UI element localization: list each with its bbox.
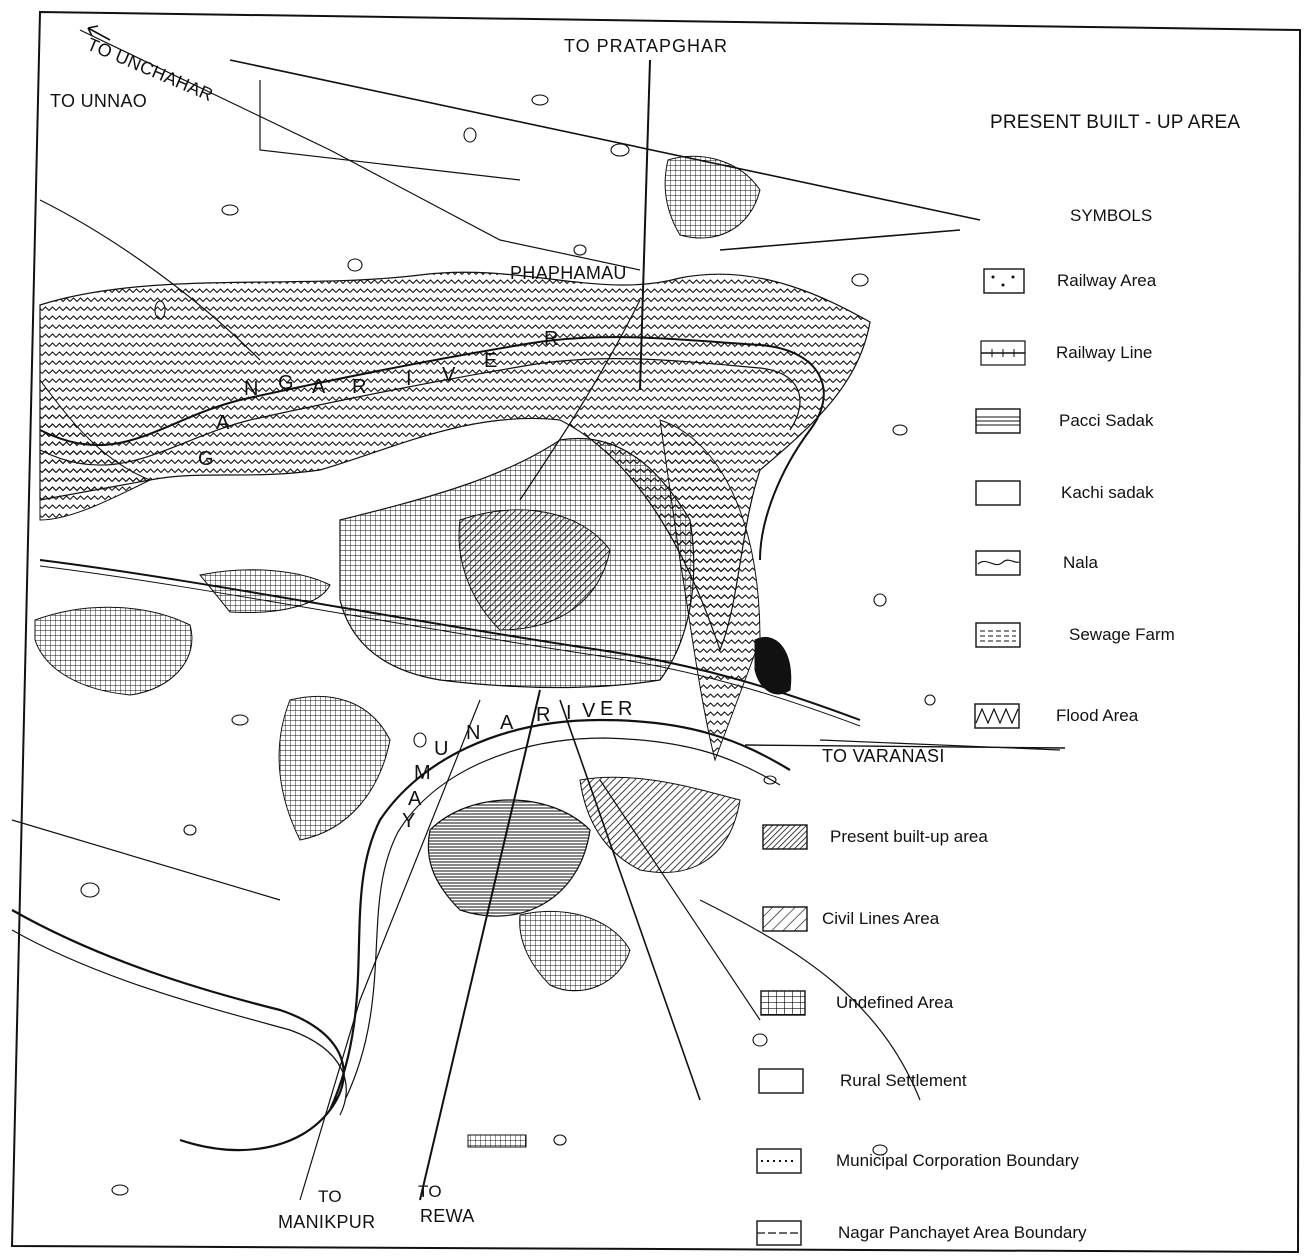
west-settlement bbox=[34, 606, 193, 696]
label-to-rewa-to: TO bbox=[418, 1182, 442, 1201]
naini-grid bbox=[519, 910, 631, 992]
legend-label: Nagar Panchayet Area Boundary bbox=[838, 1223, 1087, 1242]
yamuna-letter: A bbox=[500, 712, 514, 734]
yamuna-letter: R bbox=[536, 704, 551, 726]
legend-item-civil-lines: Civil Lines Area bbox=[762, 906, 939, 932]
flood-area-left bbox=[39, 378, 152, 521]
small-grid-block bbox=[467, 1134, 527, 1148]
legend-title: PRESENT BUILT - UP AREA bbox=[990, 112, 1241, 133]
ganga-letter: A bbox=[216, 412, 230, 434]
legend-label: Nala bbox=[1063, 553, 1098, 572]
ganga-letter: R bbox=[544, 328, 559, 350]
legend-label: Sewage Farm bbox=[1069, 625, 1175, 644]
legend-label: Present built-up area bbox=[830, 827, 988, 846]
legend-label: Railway Line bbox=[1056, 343, 1153, 362]
legend-item-nagar-panchayet-boundary: Nagar Panchayet Area Boundary bbox=[756, 1220, 1087, 1246]
label-phaphamau: PHAPHAMAU bbox=[510, 263, 627, 283]
flood-area-ganga bbox=[39, 271, 871, 652]
ganga-river bbox=[39, 336, 825, 561]
flood-area-east bbox=[659, 419, 761, 762]
label-rewa: REWA bbox=[420, 1206, 475, 1226]
north-settlement bbox=[664, 155, 761, 239]
ganga-letter: N bbox=[244, 378, 259, 400]
rural-settlements bbox=[80, 94, 936, 1196]
triple-line-box-icon bbox=[975, 408, 1021, 434]
legend-item-undefined-area: Undefined Area bbox=[760, 990, 953, 1016]
railway-lines bbox=[39, 59, 981, 1201]
dashed-line-box-icon bbox=[756, 1220, 802, 1246]
ganga-letter: I bbox=[406, 368, 412, 390]
dotted-line-box-icon bbox=[756, 1148, 802, 1174]
dashed-lines-box-icon bbox=[975, 622, 1021, 648]
label-to-pratapghar: TO PRATAPGHAR bbox=[564, 36, 729, 56]
ganga-river-bank bbox=[39, 358, 801, 466]
legend-item-nala: Nala bbox=[975, 550, 1098, 576]
label-manikpur: MANIKPUR bbox=[278, 1212, 376, 1232]
railway-line-icon bbox=[980, 340, 1026, 366]
north-arrow-icon bbox=[87, 25, 111, 41]
legend-label: Civil Lines Area bbox=[822, 909, 940, 928]
legend-item-present-built-up: Present built-up area bbox=[762, 824, 988, 850]
legend-label: Pacci Sadak bbox=[1059, 411, 1154, 430]
legend-item-railway-line: Railway Line bbox=[980, 340, 1152, 366]
ganga-letter: A bbox=[312, 376, 326, 398]
sparse-hatch-box-icon bbox=[762, 906, 808, 932]
map-border bbox=[10, 10, 1302, 1254]
yamuna-letter: A bbox=[408, 788, 422, 810]
yamuna-letter: N bbox=[466, 722, 481, 744]
west-settlement-2 bbox=[199, 569, 331, 613]
naini-sewage bbox=[427, 799, 591, 917]
zigzag-box-icon bbox=[974, 703, 1020, 729]
legend-label: Rural Settlement bbox=[840, 1071, 967, 1090]
yamuna-river-bank bbox=[11, 737, 781, 1116]
yamuna-letter: I bbox=[566, 702, 572, 724]
legend-label: Kachi sadak bbox=[1061, 483, 1154, 502]
legend-item-flood-area: Flood Area bbox=[974, 703, 1138, 729]
yamuna-letter: M bbox=[414, 762, 431, 784]
legend-label: Flood Area bbox=[1056, 706, 1139, 725]
legend-item-rural-settlement: Rural Settlement bbox=[758, 1068, 967, 1094]
legend-label: Undefined Area bbox=[836, 993, 954, 1012]
east-built-up bbox=[754, 637, 792, 695]
label-to-unnao: TO UNNAO bbox=[50, 91, 148, 111]
legend-divider bbox=[744, 744, 1066, 749]
empty-box-icon bbox=[758, 1068, 804, 1094]
ganga-letter: G bbox=[198, 448, 214, 470]
ganga-letter: G bbox=[278, 372, 294, 394]
label-to-manikpur-to: TO bbox=[318, 1187, 342, 1206]
yamuna-river bbox=[11, 718, 791, 1152]
legend-symbols-heading: SYMBOLS bbox=[1070, 206, 1153, 225]
legend-item-pacci-sadak: Pacci Sadak bbox=[975, 408, 1154, 434]
dots-box-icon bbox=[983, 268, 1025, 294]
civil-lines-area bbox=[458, 509, 611, 631]
legend-item-sewage-farm: Sewage Farm bbox=[975, 622, 1175, 648]
empty-box-icon bbox=[975, 480, 1021, 506]
roads bbox=[11, 29, 1061, 1201]
legend-item-railway-area: Railway Area bbox=[983, 268, 1156, 294]
legend-item-kachi-sadak: Kachi sadak bbox=[975, 480, 1154, 506]
yamuna-letter: E bbox=[600, 698, 614, 720]
ganga-letter: E bbox=[484, 350, 498, 372]
legend-label: Municipal Corporation Boundary bbox=[836, 1151, 1079, 1170]
label-to-varanasi: TO VARANASI bbox=[822, 746, 945, 766]
yamuna-letter: Y bbox=[402, 810, 416, 832]
ganga-letter: R bbox=[352, 376, 367, 398]
legend-label: Railway Area bbox=[1057, 271, 1157, 290]
grid-box-icon bbox=[760, 990, 806, 1016]
yamuna-letter: R bbox=[618, 698, 633, 720]
flood-area-yamuna-left bbox=[278, 695, 391, 841]
yamuna-letter: U bbox=[434, 738, 449, 760]
dense-hatch-box-icon bbox=[762, 824, 808, 850]
yamuna-letter: V bbox=[582, 700, 596, 722]
wavy-line-box-icon bbox=[975, 550, 1021, 576]
legend-item-municipal-boundary: Municipal Corporation Boundary bbox=[756, 1148, 1079, 1174]
naini-hatch bbox=[579, 776, 741, 873]
ganga-letter: V bbox=[442, 364, 456, 386]
